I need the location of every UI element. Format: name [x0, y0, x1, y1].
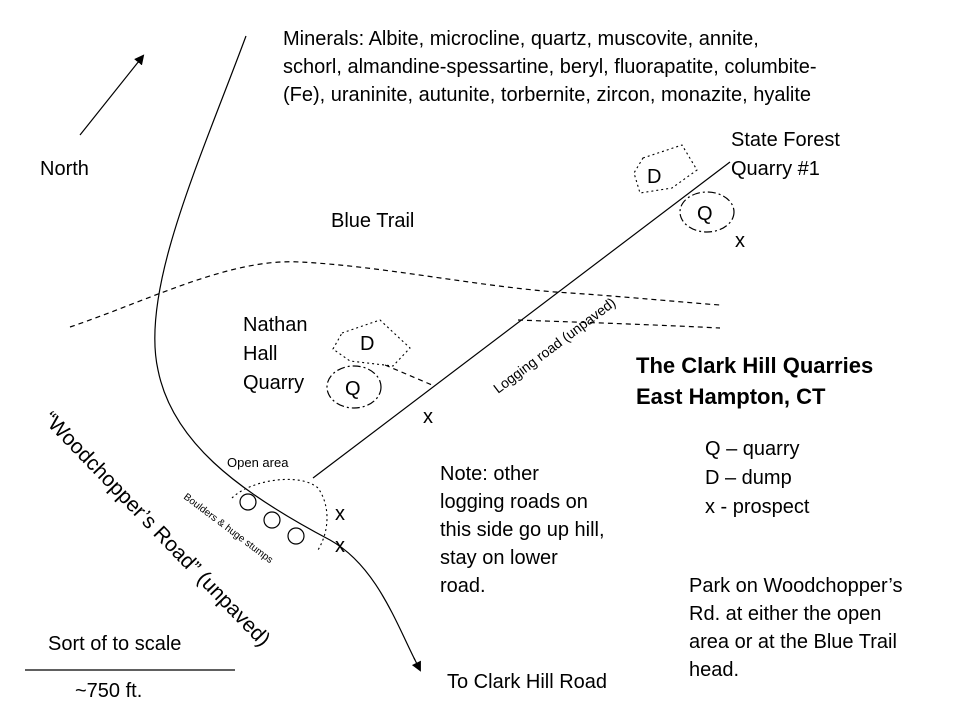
nathan-hall-label-1: Nathan: [243, 314, 308, 336]
logging-road-label: Logging road (unpaved): [490, 294, 618, 396]
north-arrow-icon: [79, 54, 145, 136]
scale-distance: ~750 ft.: [75, 680, 142, 702]
minerals-line-1: Minerals: Albite, microcline, quartz, mu…: [283, 28, 759, 50]
legend-dump: D – dump: [705, 467, 792, 489]
legend-prospect: x - prospect: [705, 496, 810, 518]
boulder-icon: [239, 493, 257, 511]
blue-trail: [69, 261, 721, 328]
nathan-hall-dump-symbol: D: [360, 333, 374, 355]
state-forest-label-1: State Forest: [731, 129, 840, 151]
side-trail: [517, 319, 721, 329]
to-clark-hill-arrow-icon: [411, 657, 421, 672]
open-area-prospect-1: x: [335, 503, 345, 525]
woodchoppers-road: [154, 35, 416, 661]
park-line-2: Rd. at either the open: [689, 603, 881, 625]
park-line-4: head.: [689, 659, 739, 681]
state-forest-dump-symbol: D: [647, 166, 661, 188]
nathan-hall-dump: [332, 319, 411, 367]
nathan-hall-spur: [384, 364, 433, 386]
park-line-1: Park on Woodchopper’s: [689, 575, 902, 597]
boulder-icon: [263, 511, 281, 529]
note-line-1: Note: other: [440, 463, 539, 485]
nathan-hall-label-2: Hall: [243, 343, 277, 365]
legend-quarry: Q – quarry: [705, 438, 799, 460]
minerals-line-3: (Fe), uraninite, autunite, torbernite, z…: [283, 84, 811, 106]
logging-road: [312, 161, 731, 479]
minerals-line-2: schorl, almandine-spessartine, beryl, fl…: [283, 56, 817, 78]
nathan-hall-quarry-symbol: Q: [345, 378, 361, 400]
map-subtitle: East Hampton, CT: [636, 384, 826, 409]
state-forest-prospect: x: [735, 230, 745, 252]
to-clark-hill-label: To Clark Hill Road: [447, 671, 607, 693]
state-forest-dump: [633, 144, 698, 194]
state-forest-label-2: Quarry #1: [731, 158, 820, 180]
nathan-hall-label-3: Quarry: [243, 372, 304, 394]
nathan-hall-prospect: x: [423, 406, 433, 428]
blue-trail-label: Blue Trail: [331, 210, 414, 232]
state-forest-quarry-symbol: Q: [697, 203, 713, 225]
map-title: The Clark Hill Quarries: [636, 353, 873, 378]
note-line-3: this side go up hill,: [440, 519, 605, 541]
note-line-4: stay on lower: [440, 547, 558, 569]
park-line-3: area or at the Blue Trail: [689, 631, 897, 653]
nathan-hall-quarry: [326, 365, 382, 409]
open-area-boundary: [231, 478, 328, 551]
open-area-label: Open area: [227, 455, 289, 470]
note-line-2: logging roads on: [440, 491, 588, 513]
state-forest-quarry: [679, 191, 735, 233]
open-area-prospect-2: x: [335, 535, 345, 557]
north-label: North: [40, 158, 89, 180]
note-line-5: road.: [440, 575, 486, 597]
boulder-icon: [287, 527, 305, 545]
scale-label: Sort of to scale: [48, 633, 181, 655]
